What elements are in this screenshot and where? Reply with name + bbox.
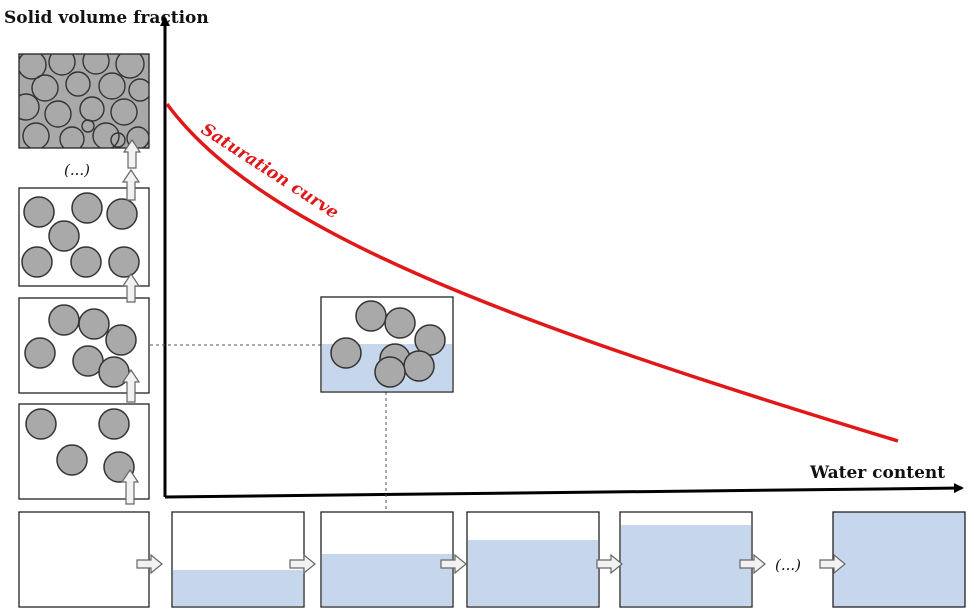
water-content-row: (...) [18, 511, 966, 608]
water-box-5 [619, 511, 753, 608]
packing-arrows [120, 138, 142, 505]
packing-ellipsis: (...) [64, 161, 90, 179]
right-arrow-icon [136, 553, 163, 575]
water-arrows [136, 553, 846, 575]
saturation-curve-label: Saturation curve [197, 119, 342, 223]
right-arrow-icon [289, 553, 316, 575]
up-arrow-icon [120, 468, 140, 505]
water-box-2 [171, 511, 305, 608]
right-arrow-icon [440, 553, 467, 575]
packing-column: (...) [18, 53, 150, 505]
right-arrow-icon [819, 553, 846, 575]
y-axis-label: Solid volume fraction [4, 8, 209, 28]
up-arrow-icon [121, 368, 141, 403]
up-arrow-icon [121, 168, 141, 201]
right-arrow-icon [596, 553, 623, 575]
water-box-full [832, 511, 966, 608]
right-arrow-icon [739, 553, 766, 575]
water-box-4 [466, 511, 600, 608]
packing-box-dense [18, 53, 150, 149]
water-box-empty [18, 511, 150, 608]
x-axis-label: Water content [809, 463, 945, 483]
up-arrow-icon [122, 138, 142, 169]
up-arrow-icon [121, 272, 141, 303]
axes [160, 16, 964, 499]
partially-saturated-box [320, 296, 454, 393]
packing-box-2 [18, 187, 150, 287]
x-axis [164, 483, 964, 499]
water-ellipsis: (...) [775, 556, 801, 574]
saturation-curve [165, 102, 899, 443]
water-box-3 [320, 511, 454, 608]
